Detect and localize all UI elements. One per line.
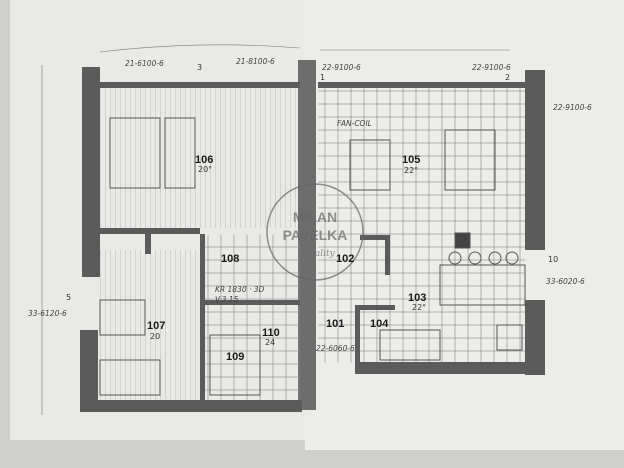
annotation: V.3 15: [215, 295, 239, 304]
annotation: KR 1830 · 3D: [215, 285, 265, 294]
window-number: 1: [320, 73, 325, 82]
svg-text:24: 24: [265, 338, 275, 347]
furniture: [99, 117, 526, 396]
window-code: 22-6060-6: [316, 344, 355, 353]
svg-text:reality: reality: [305, 249, 335, 259]
room-101: 101: [326, 318, 344, 330]
window-code: 22-9100-6: [472, 63, 511, 72]
svg-text:20: 20: [150, 332, 160, 341]
svg-text:22°: 22°: [404, 166, 418, 175]
window-code: 33-6120-6: [28, 309, 67, 318]
svg-text:101: 101: [326, 318, 344, 330]
svg-text:20°: 20°: [198, 165, 212, 174]
svg-text:107: 107: [147, 320, 165, 332]
window-code: 22-9100-6: [322, 63, 361, 72]
svg-text:109: 109: [226, 351, 244, 363]
walls: [80, 67, 545, 412]
window-number: 5: [66, 293, 71, 302]
svg-text:22°: 22°: [412, 303, 426, 312]
svg-text:105: 105: [402, 154, 420, 166]
svg-text:103: 103: [408, 292, 426, 304]
svg-text:102: 102: [336, 253, 354, 265]
window-number: 3: [197, 63, 202, 72]
svg-text:106: 106: [195, 154, 213, 166]
window-number: 10: [548, 255, 558, 264]
room-102: 102: [336, 253, 354, 265]
window-code: 33-6020-6: [546, 277, 585, 286]
window-number: 2: [505, 73, 510, 82]
book-gutter: [298, 60, 316, 410]
fan-coil-label: FAN-COIL: [337, 119, 372, 128]
svg-text:MILAN: MILAN: [293, 209, 337, 225]
svg-text:104: 104: [370, 318, 389, 330]
window-code: 21-6100-6: [125, 59, 164, 68]
svg-text:PAVELKA: PAVELKA: [283, 227, 348, 243]
room-109: 109: [226, 351, 244, 363]
svg-text:110: 110: [262, 327, 280, 339]
room-108: 108: [221, 253, 239, 265]
window-code: 22-9100-6: [553, 103, 592, 112]
svg-text:108: 108: [221, 253, 239, 265]
watermark-logo: MILAN PAVELKA reality: [266, 183, 364, 281]
window-code: 21-8100-6: [236, 57, 275, 66]
room-104: 104: [370, 318, 389, 330]
